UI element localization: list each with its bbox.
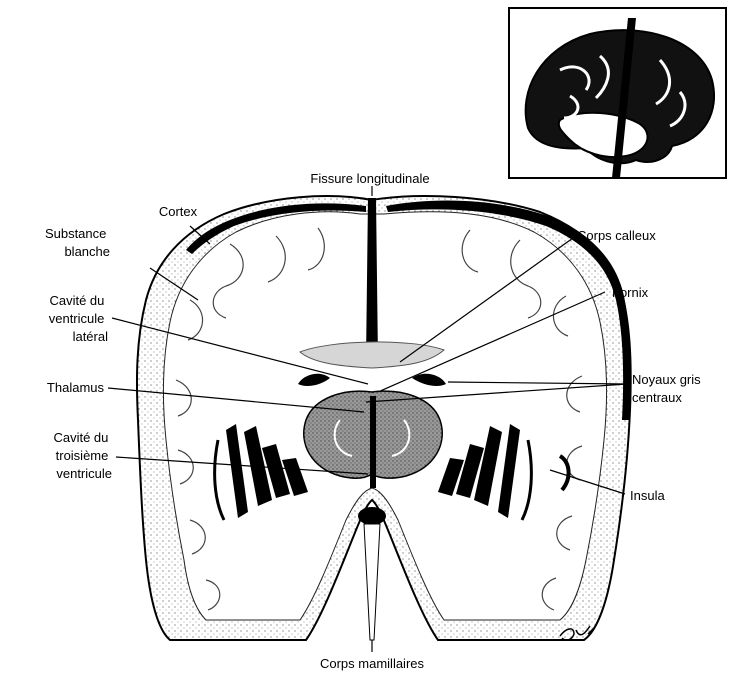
label-thalamus: Thalamus (47, 380, 105, 395)
label-cavite-troisieme-ventricule: Cavité du troisième ventricule (53, 430, 112, 481)
inset-lateral-brain (509, 8, 726, 178)
label-cavite-ventricule-lateral: Cavité du ventricule latéral (49, 293, 108, 344)
label-cortex: Cortex (159, 204, 198, 219)
label-fornix: Fornix (612, 285, 649, 300)
longitudinal-fissure (366, 198, 378, 360)
label-substance-blanche: Substance blanche (45, 226, 110, 259)
infundibulum (364, 524, 380, 640)
label-insula: Insula (630, 488, 665, 503)
label-noyaux-gris-centraux: Noyaux gris centraux (632, 372, 704, 405)
label-fissure-longitudinale: Fissure longitudinale (310, 171, 429, 186)
label-corps-calleux: Corps calleux (577, 228, 656, 243)
coronal-section (137, 196, 631, 640)
mammillary-body (358, 507, 386, 525)
third-ventricle (370, 396, 376, 488)
label-corps-mamillaires: Corps mamillaires (320, 656, 425, 671)
